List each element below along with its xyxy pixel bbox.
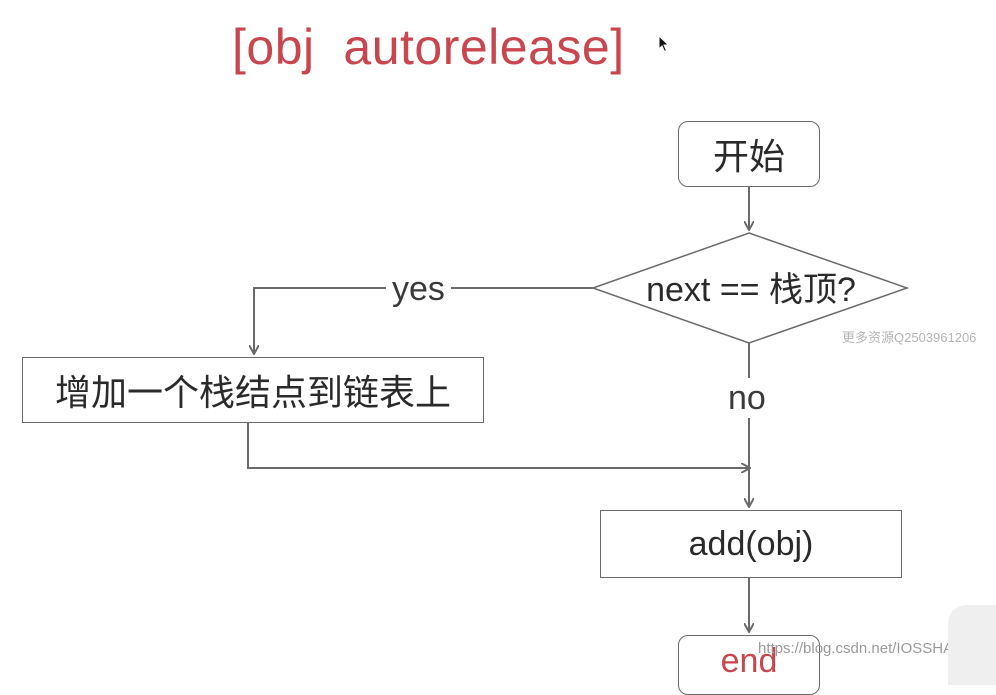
- start-label: 开始: [712, 136, 785, 177]
- edge-push-join: [247, 423, 749, 468]
- diagram-title: [obj autorelease]: [232, 19, 625, 75]
- no-edge-label: no: [724, 378, 770, 418]
- start-node: 开始: [678, 121, 820, 187]
- push-node: 增加一个栈结点到链表上: [22, 357, 484, 423]
- yes-edge-label: yes: [386, 269, 451, 309]
- decision-label: next == 栈顶?: [646, 271, 856, 309]
- push-label: 增加一个栈结点到链表上: [54, 372, 451, 413]
- add-node: add(obj): [600, 510, 902, 578]
- edge-decision-push: [254, 287, 593, 353]
- cursor-icon: [658, 35, 670, 53]
- flow-connectors: [247, 187, 910, 668]
- corner-widget: [948, 605, 996, 685]
- add-label: add(obj): [688, 524, 814, 563]
- side-watermark: 更多资源Q2503961206: [842, 330, 977, 345]
- bottom-watermark: https://blog.csdn.net/IOSSHAN: [758, 640, 964, 657]
